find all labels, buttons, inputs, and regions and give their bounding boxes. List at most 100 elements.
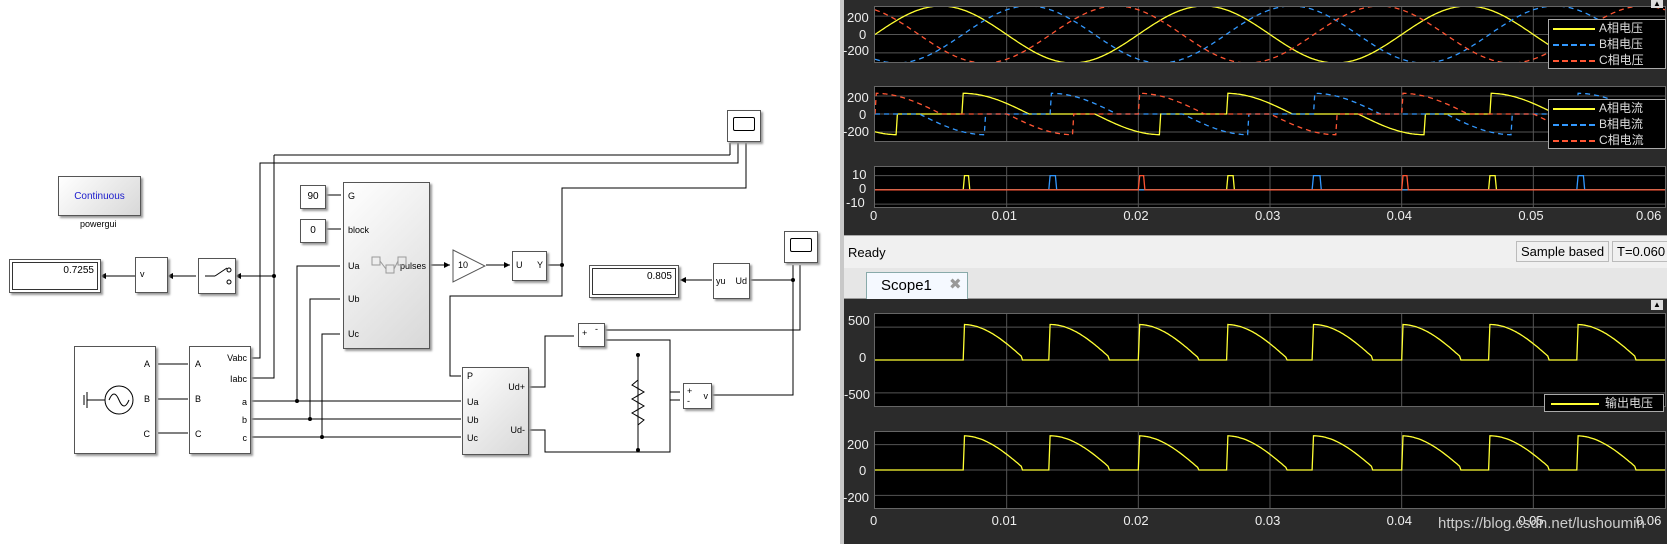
legend-label: 输出电压	[1605, 396, 1654, 410]
tab-label: Scope1	[881, 277, 932, 294]
signal-lines	[100, 143, 801, 453]
constant-g-block[interactable]: 90	[300, 185, 326, 209]
ytick: -10	[846, 195, 865, 210]
xtick: 0.06	[1636, 513, 1662, 528]
switch-icon	[205, 267, 232, 285]
legend-output[interactable]: 输出电压	[1544, 394, 1664, 412]
source-port-a: A	[143, 359, 150, 369]
series-line	[874, 92, 1665, 136]
powergui-block[interactable]: Continuous	[58, 176, 141, 216]
yu-ud-block[interactable]: yu Ud	[713, 263, 750, 299]
sim-time: T=0.060	[1612, 241, 1667, 262]
port-g: G	[348, 191, 356, 201]
expand-icon[interactable]: ▲	[1651, 0, 1663, 8]
meas-in-b: B	[195, 394, 202, 404]
xtick: 0.02	[1123, 208, 1149, 223]
uy-in: U	[516, 260, 523, 270]
uy-block[interactable]: U Y	[512, 251, 547, 281]
xtick: 0.01	[991, 513, 1017, 528]
meas-in-c: C	[195, 429, 202, 439]
plot-output-voltage-2	[874, 431, 1666, 509]
legend-label: B相电压	[1599, 37, 1644, 51]
yu-in: yu	[716, 276, 726, 286]
constant-block-value: 0	[310, 225, 316, 236]
xtick: 0.03	[1255, 208, 1281, 223]
source-port-b: B	[143, 394, 150, 404]
close-icon[interactable]: ✖	[949, 276, 962, 293]
series-line	[874, 5, 1666, 64]
switch-block[interactable]	[198, 258, 236, 294]
port-uc: Uc	[348, 329, 359, 339]
ytick: -200	[843, 43, 870, 58]
meas-out-vabc: Vabc	[227, 353, 247, 363]
powergui-caption: powergui	[80, 219, 117, 229]
legend-current[interactable]: A相电流 B相电流 C相电流	[1548, 99, 1666, 149]
port-pulses: pulses	[399, 261, 426, 271]
scope-window[interactable]: 200 0 -200 200 0 -200 10 0 -10 A相电压 B相电压…	[840, 0, 1667, 544]
ytick: 0	[859, 27, 867, 42]
sample-mode: Sample based	[1516, 241, 1610, 262]
series-line	[875, 435, 1665, 471]
scope-screen-icon	[733, 117, 755, 131]
xtick: 0	[870, 208, 878, 223]
rect-port-ua: Ua	[467, 397, 479, 407]
xtick: 0.03	[1255, 513, 1281, 528]
subsystem-icon	[371, 256, 407, 274]
ytick: 10	[852, 167, 867, 182]
meas-out-iabc: Iabc	[229, 374, 247, 384]
simulink-model-canvas[interactable]: Continuous powergui 0.7255 v 90 0 G bloc…	[0, 0, 840, 544]
voltage-measure-block[interactable]: v	[135, 257, 168, 293]
gain-block[interactable]	[452, 249, 486, 283]
sum-minus: -	[595, 324, 598, 334]
sum-block-v[interactable]: + - v	[683, 383, 712, 409]
ytick: 0	[859, 181, 867, 196]
sum-minus: -	[687, 396, 690, 406]
source-port-c: C	[143, 429, 151, 439]
expand-icon[interactable]: ▲	[1651, 300, 1663, 310]
tab-scope1[interactable]: Scope1 ✖	[866, 272, 968, 299]
port-ub: Ub	[348, 294, 360, 304]
ac-source-icon	[83, 385, 134, 415]
ytick: 200	[847, 437, 869, 452]
ytick: -200	[843, 490, 870, 505]
watermark: https://blog.csdn.net/lushoumin	[1438, 515, 1645, 532]
ud-out: Ud	[735, 276, 747, 286]
three-phase-measure-block[interactable]: A B C Vabc Iabc a b c	[189, 346, 251, 454]
scope-screen-icon	[790, 238, 812, 252]
meas-in-a: A	[195, 359, 202, 369]
scope-block-right[interactable]	[784, 231, 818, 263]
powergui-mode-label: Continuous	[74, 191, 125, 202]
legend-label: A相电流	[1599, 101, 1644, 115]
xtick: 0	[870, 513, 878, 528]
series-line	[874, 92, 1666, 136]
rect-port-ub: Ub	[467, 415, 479, 425]
series-line	[874, 5, 1666, 64]
xtick: 0.01	[991, 208, 1017, 223]
legend-label: C相电压	[1599, 53, 1644, 67]
sum-block-top[interactable]: + -	[578, 323, 605, 347]
rectifier-block[interactable]: P Ua Ub Uc Ud+ Ud-	[462, 367, 529, 455]
display-block-left[interactable]: 0.7255	[9, 259, 101, 293]
port-block: block	[348, 225, 370, 235]
tab-bar: Scope1 ✖	[844, 268, 1667, 299]
display-block-right[interactable]: 0.805	[589, 265, 679, 298]
three-phase-source-block[interactable]: A B C	[74, 346, 156, 454]
series-line	[875, 323, 1665, 361]
series-line	[875, 174, 1665, 191]
ytick: -200	[843, 124, 870, 139]
xtick: 0.05	[1518, 208, 1544, 223]
constant-g-value: 90	[307, 191, 319, 202]
constant-block-block[interactable]: 0	[300, 219, 326, 243]
port-ua: Ua	[348, 261, 360, 271]
scope-block-top[interactable]	[727, 110, 761, 142]
xtick: 0.04	[1386, 513, 1412, 528]
scope-left-border	[840, 0, 844, 544]
rect-port-p: P	[467, 371, 474, 381]
legend-voltage[interactable]: A相电压 B相电压 C相电压	[1548, 19, 1666, 69]
legend-label: C相电流	[1599, 133, 1644, 147]
pulse-generator-block[interactable]: G block Ua Ub Uc pulses	[343, 182, 430, 349]
xtick: 0.05	[1518, 513, 1544, 528]
ytick: 0	[859, 350, 867, 365]
plot-output-voltage	[874, 313, 1666, 407]
rect-port-udplus: Ud+	[508, 382, 525, 392]
